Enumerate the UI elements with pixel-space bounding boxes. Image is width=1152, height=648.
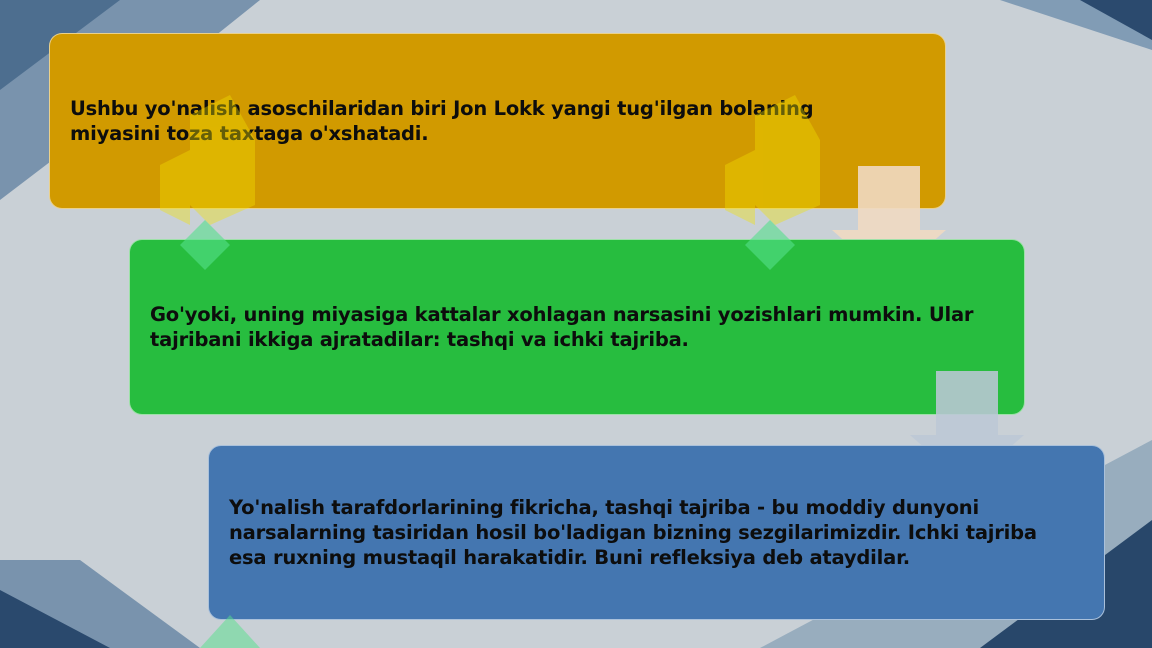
flow-box-2-text: Go'yoki, uning miyasiga kattalar xohlaga… <box>150 303 974 351</box>
flow-box-1: Ushbu yo'nalish asoschilaridan biri Jon … <box>49 33 946 209</box>
flow-box-3: Yo'nalish tarafdorlarining fikricha, tas… <box>208 445 1105 620</box>
flow-box-1-text: Ushbu yo'nalish asoschilaridan biri Jon … <box>70 97 814 145</box>
corner-top-right-dark <box>1080 0 1152 40</box>
flow-box-2: Go'yoki, uning miyasiga kattalar xohlaga… <box>129 239 1025 415</box>
flow-box-3-text: Yo'nalish tarafdorlarining fikricha, tas… <box>229 496 1037 569</box>
corner-bottom-left-dark <box>0 590 110 648</box>
